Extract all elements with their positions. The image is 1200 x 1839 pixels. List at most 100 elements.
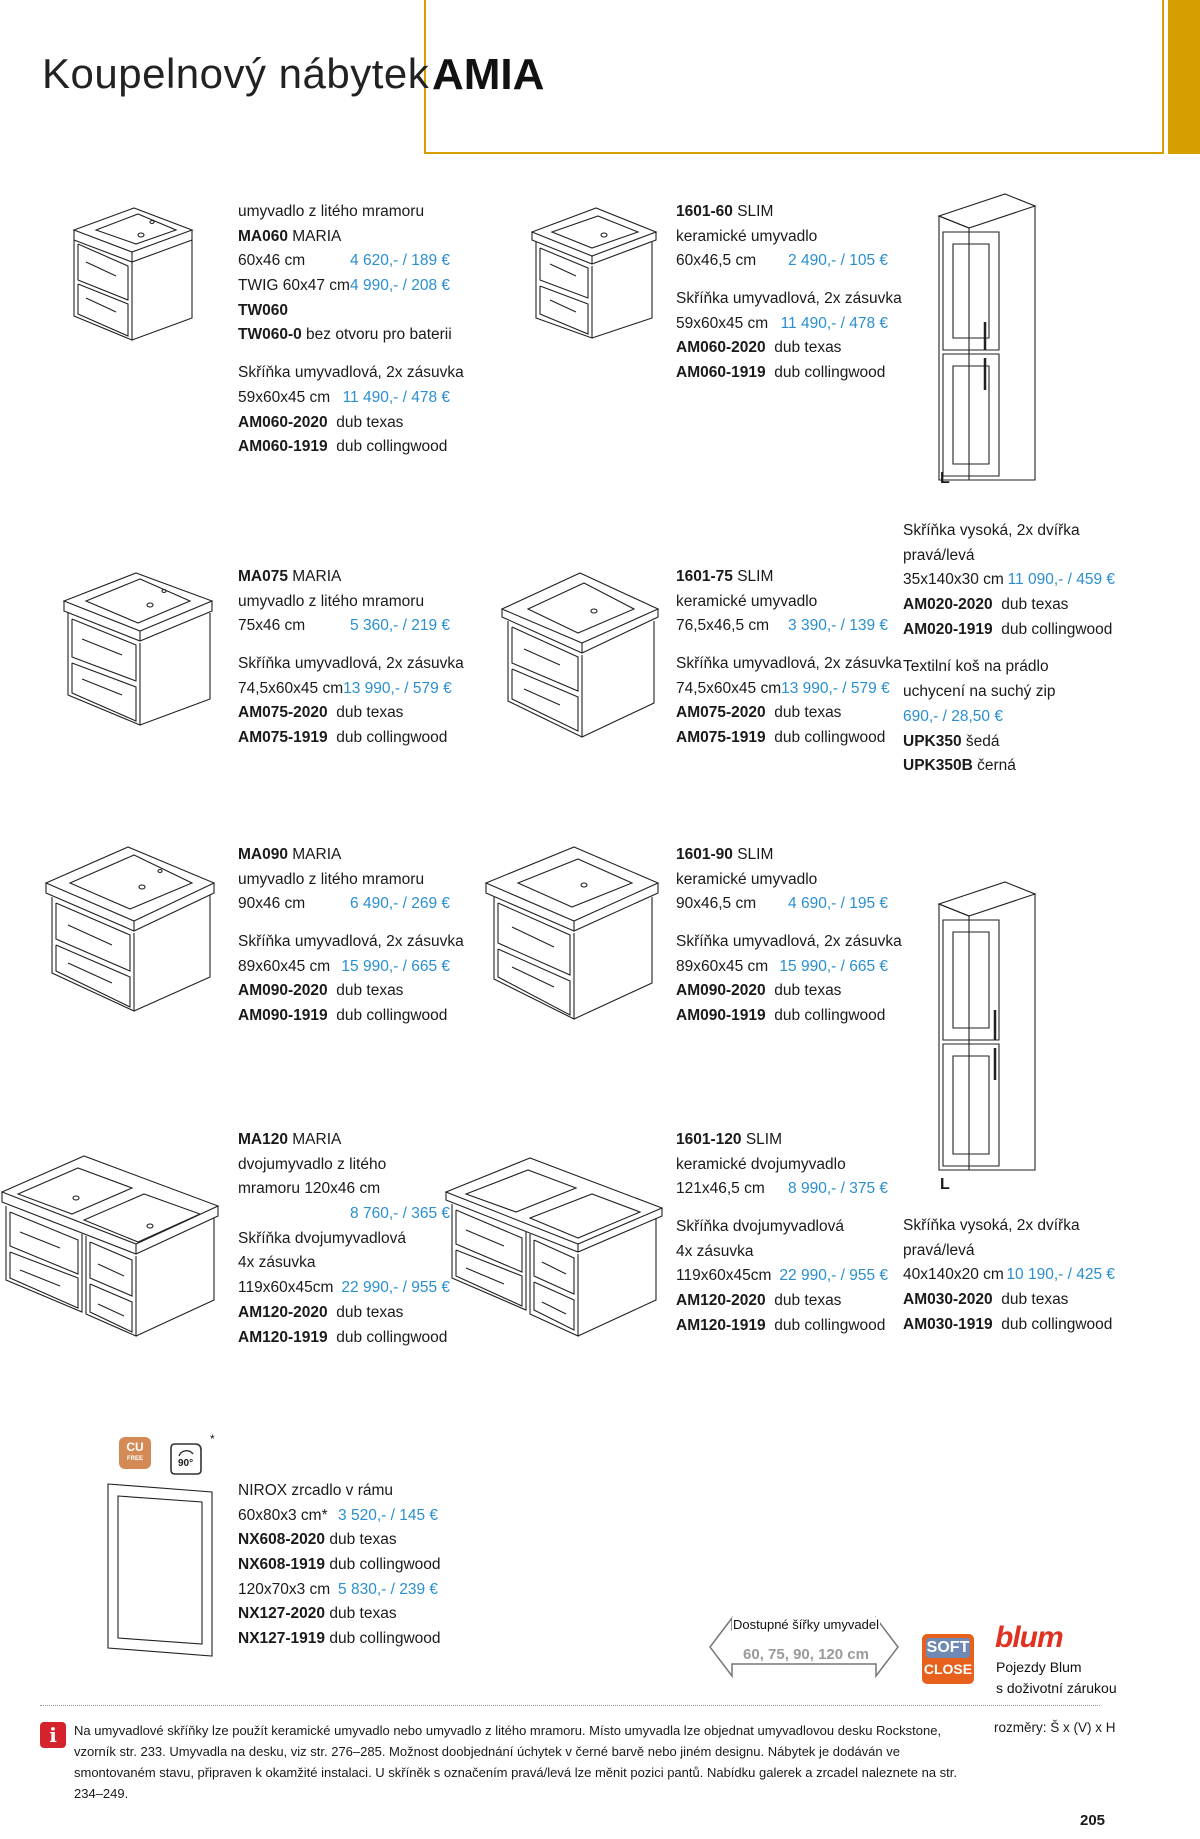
product-line: AM075-2020 dub texas — [238, 701, 450, 726]
product-price: 5 830,- / 239 € — [338, 1580, 438, 1598]
product-dimensions: 89x60x45 cm — [238, 957, 331, 975]
product-dimensions: 40x140x20 cm — [903, 1266, 1004, 1284]
product-line: AM120-1919 dub collingwood — [676, 1314, 888, 1339]
product-line: AM030-2020 dub texas — [903, 1288, 1115, 1313]
product-price: 13 990,- / 579 € — [343, 679, 452, 697]
footer-info-text: Na umyvadlové skříňky lze použít keramic… — [74, 1723, 957, 1801]
product-line: dvojumyvadlo z litého — [238, 1153, 450, 1178]
product-line: Skříňka umyvadlová, 2x zásuvka — [238, 361, 464, 386]
product-price: 8 990,- / 375 € — [788, 1180, 888, 1198]
product-code: 1601-75 — [676, 568, 733, 585]
product-variant: dub texas — [765, 982, 842, 1000]
product-line: 1601-90 SLIM — [676, 843, 888, 868]
product-code: TW060-0 — [238, 326, 302, 344]
product-line: AM020-2020 dub texas — [903, 593, 1115, 618]
product-line: Skříňka dvojumyvadlová — [676, 1215, 888, 1240]
product-line: AM020-1919 dub collingwood — [903, 618, 1115, 643]
product-variant: dub texas — [765, 1292, 842, 1310]
spacer — [676, 917, 888, 930]
product-code: AM020-1919 — [903, 620, 993, 638]
product-price: 3 390,- / 139 € — [788, 617, 888, 635]
product-price: 11 490,- / 478 € — [342, 388, 450, 406]
product-variant: dub collingwood — [765, 729, 886, 747]
product-line: AM075-1919 dub collingwood — [676, 726, 888, 751]
product-line: 1601-120 SLIM — [676, 1128, 888, 1153]
product-line: AM090-2020 dub texas — [676, 979, 888, 1004]
cabinet-orientation-label: L — [940, 470, 950, 487]
product-line-text: mramoru 120x46 cm — [238, 1180, 381, 1198]
product-price: 2 490,- / 105 € — [788, 252, 888, 270]
soft-close-badge: SOFT CLOSE — [922, 1634, 974, 1684]
rotate-label: 90° — [178, 1458, 194, 1469]
product-line: AM075-2020 dub texas — [676, 701, 888, 726]
product-line: AM060-1919 dub collingwood — [238, 435, 450, 460]
product-line-text: keramické umyvadlo — [676, 592, 818, 610]
product-code: AM090-2020 — [238, 982, 328, 1000]
product-price: 4 990,- / 208 € — [350, 277, 450, 295]
product-variant: MARIA — [287, 568, 342, 585]
product-line: Skříňka umyvadlová, 2x zásuvka — [676, 930, 902, 955]
product-line-text: dvojumyvadlo z litého — [238, 1155, 387, 1173]
product-code: AM060-1919 — [238, 438, 328, 456]
product-variant: dub collingwood — [327, 1328, 448, 1346]
product-line: umyvadlo z litého mramoru — [238, 590, 450, 615]
product-price: 22 990,- / 955 € — [341, 1279, 450, 1297]
spacer — [238, 639, 450, 652]
product-price: 5 360,- / 219 € — [350, 617, 450, 635]
product-line: MA120 MARIA — [238, 1128, 450, 1153]
product-code: MA090 — [238, 846, 288, 863]
product-line: Skříňka dvojumyvadlová — [238, 1227, 450, 1252]
product-code: AM075-2020 — [238, 704, 328, 722]
product-line: AM060-1919 dub collingwood — [676, 361, 888, 386]
cabinet-orientation-label: L — [940, 1176, 950, 1193]
product-line: Skříňka umyvadlová, 2x zásuvka — [238, 652, 464, 677]
product-line: pravá/levá — [903, 544, 1115, 569]
product-line-text: Skříňka vysoká, 2x dvířka — [903, 522, 1080, 539]
product-variant: MARIA — [287, 227, 342, 245]
copper-free-badge: CU FREE — [119, 1437, 151, 1469]
product-line: AM090-2020 dub texas — [238, 979, 450, 1004]
product-line: 1601-60 SLIM — [676, 200, 888, 225]
product-line: AM120-2020 dub texas — [238, 1301, 450, 1326]
product-code: AM060-2020 — [238, 413, 328, 431]
product-line-text: Skříňka umyvadlová, 2x zásuvka — [676, 290, 902, 308]
product-line: 60x80x3 cm*3 520,- / 145 € — [238, 1504, 438, 1529]
product-line-text: Skříňka umyvadlová, 2x zásuvka — [238, 364, 464, 382]
product-dimensions: 60x46 cm — [238, 252, 306, 270]
rotate-footnote-star: * — [210, 1432, 215, 1446]
product-variant: šedá — [961, 732, 1000, 750]
product-price: 4 690,- / 195 € — [788, 895, 888, 913]
product-code: AM120-1919 — [238, 1328, 328, 1346]
rotate-icon — [170, 1443, 202, 1475]
product-line: UPK350B černá — [903, 754, 1115, 779]
product-code: AM090-1919 — [676, 1007, 766, 1025]
product-variant: dub collingwood — [992, 620, 1113, 638]
product-line: NX608-1919 dub collingwood — [238, 1553, 441, 1578]
tall-cabinet-drawing-am030 — [935, 880, 1040, 1175]
product-price: 10 190,- / 425 € — [1006, 1266, 1115, 1284]
product-line-text: pravá/levá — [903, 1241, 975, 1259]
product-line: AM060-2020 dub texas — [238, 411, 450, 436]
product-code: AM030-1919 — [903, 1315, 993, 1333]
product-line: Skříňka umyvadlová, 2x zásuvka — [676, 287, 902, 312]
product-code: AM090-2020 — [676, 982, 766, 1000]
tall-cabinet-drawing-am020 — [935, 192, 1040, 484]
product-variant: dub texas — [992, 596, 1069, 614]
product-block-ma120: MA120 MARIA dvojumyvadlo z litého mramoru … — [238, 1128, 450, 1350]
product-line-text: Skříňka dvojumyvadlová — [238, 1229, 406, 1247]
product-line: TW060 — [238, 299, 450, 324]
product-line: AM120-1919 dub collingwood — [238, 1326, 450, 1351]
product-line-text: pravá/levá — [903, 546, 975, 564]
double-vanity-drawing-ma120 — [0, 1150, 220, 1370]
blum-guarantee-text: Pojezdy Blum s doživotní zárukou — [996, 1659, 1117, 1696]
product-line: AM075-1919 dub collingwood — [238, 726, 450, 751]
product-line: Skříňka vysoká, 2x dvířka — [903, 519, 1115, 544]
